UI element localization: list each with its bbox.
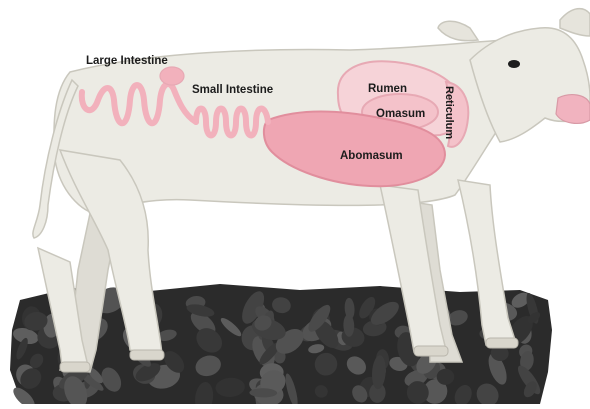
- omasum-label: Omasum: [376, 108, 425, 120]
- abomasum-label: Abomasum: [340, 150, 403, 162]
- small-intestine-label: Small Intestine: [192, 84, 273, 96]
- cecum: [160, 67, 184, 85]
- eye-icon: [508, 60, 520, 68]
- nose: [556, 95, 590, 124]
- rumen-label: Rumen: [368, 83, 407, 95]
- reticulum-label: Reticulum: [443, 86, 455, 139]
- large-intestine-label: Large Intestine: [86, 55, 168, 67]
